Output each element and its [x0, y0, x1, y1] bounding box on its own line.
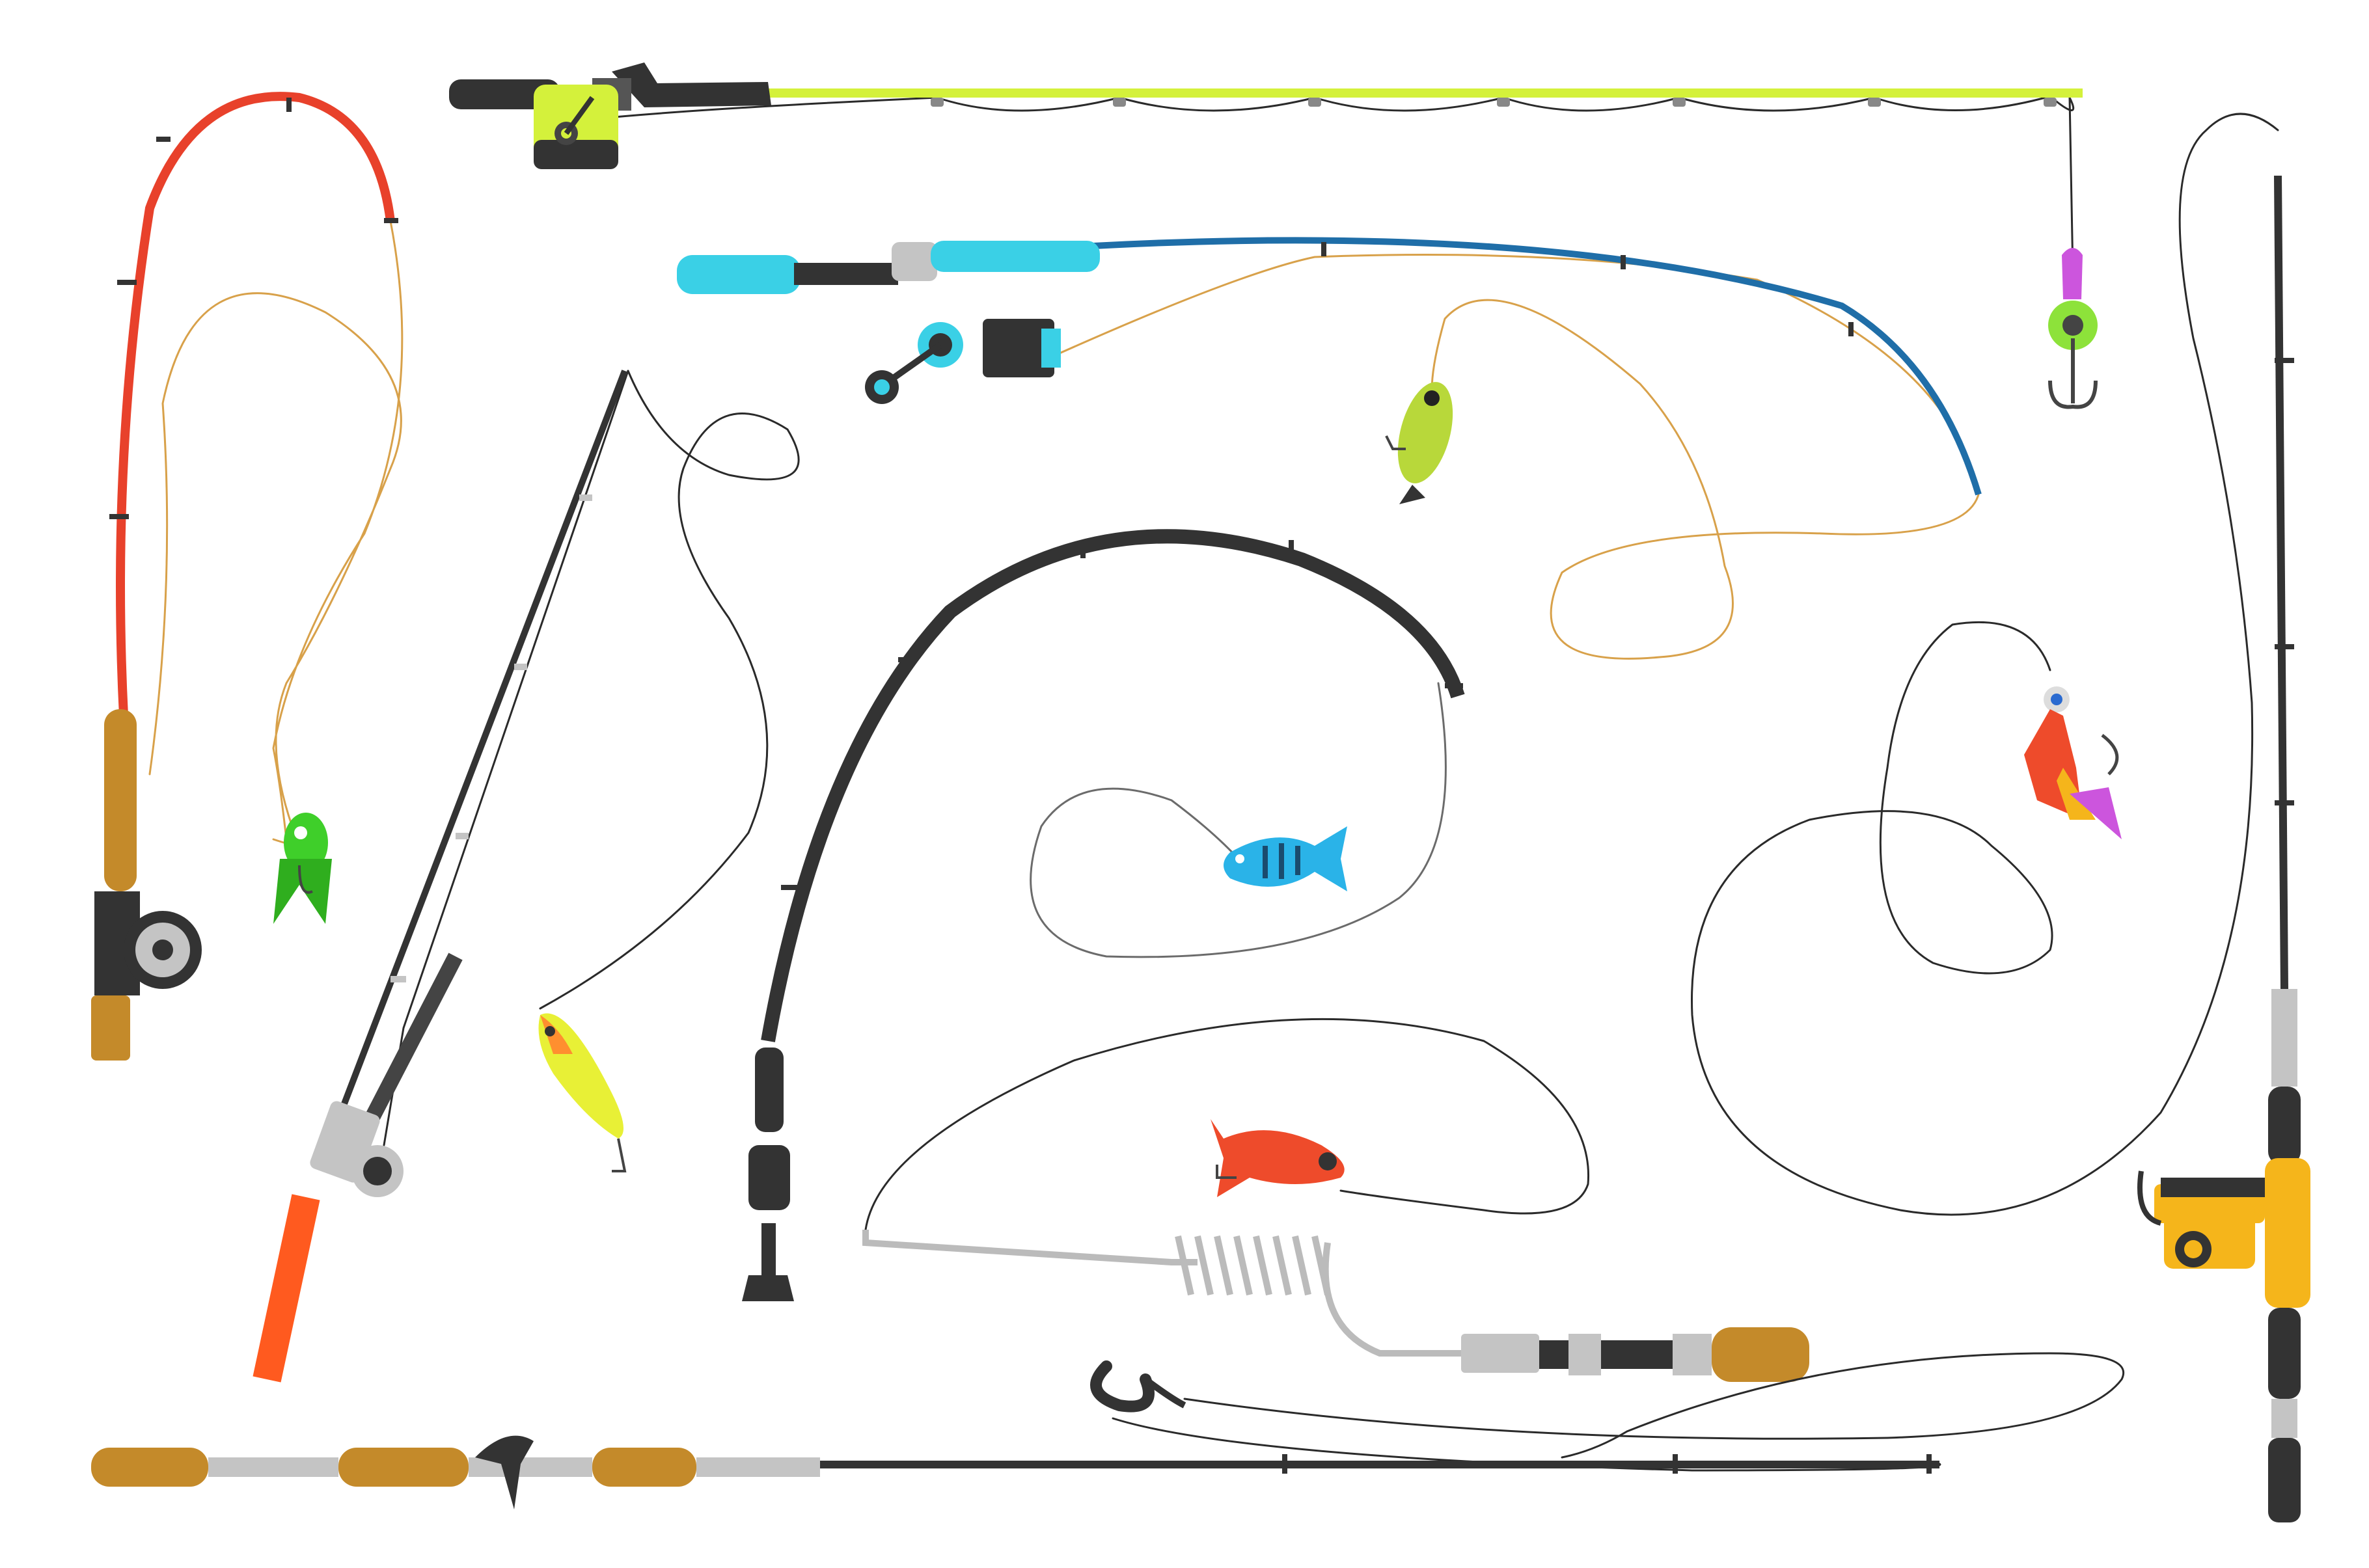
- purple-spinner-with-treble-hook: [2048, 248, 2098, 409]
- long-cork-casting-rod: [91, 1352, 2125, 1509]
- cyan-spinning-rod-with-reel: [677, 237, 1982, 660]
- telescopic-rod-with-orange-handle: [253, 370, 800, 1383]
- red-fish-lure: [1211, 1119, 1345, 1197]
- feathered-jig-lure: [2024, 686, 2122, 839]
- spring-wire-rod-with-cork-butt: [862, 1018, 1809, 1382]
- yellow-minnow-lure: [538, 1013, 627, 1172]
- vertical-rod-with-yellow-reel: [1691, 113, 2310, 1522]
- red-fly-rod-with-fly-reel: [91, 92, 404, 1061]
- blue-fish-lure: [1224, 826, 1347, 891]
- green-frog-lure: [273, 813, 332, 924]
- bent-black-rod: [742, 529, 1465, 1301]
- lime-rod-with-spincast-reel: [449, 62, 2083, 275]
- black-worm-lure: [1090, 1360, 1186, 1413]
- green-popper-lure: [1385, 382, 1453, 504]
